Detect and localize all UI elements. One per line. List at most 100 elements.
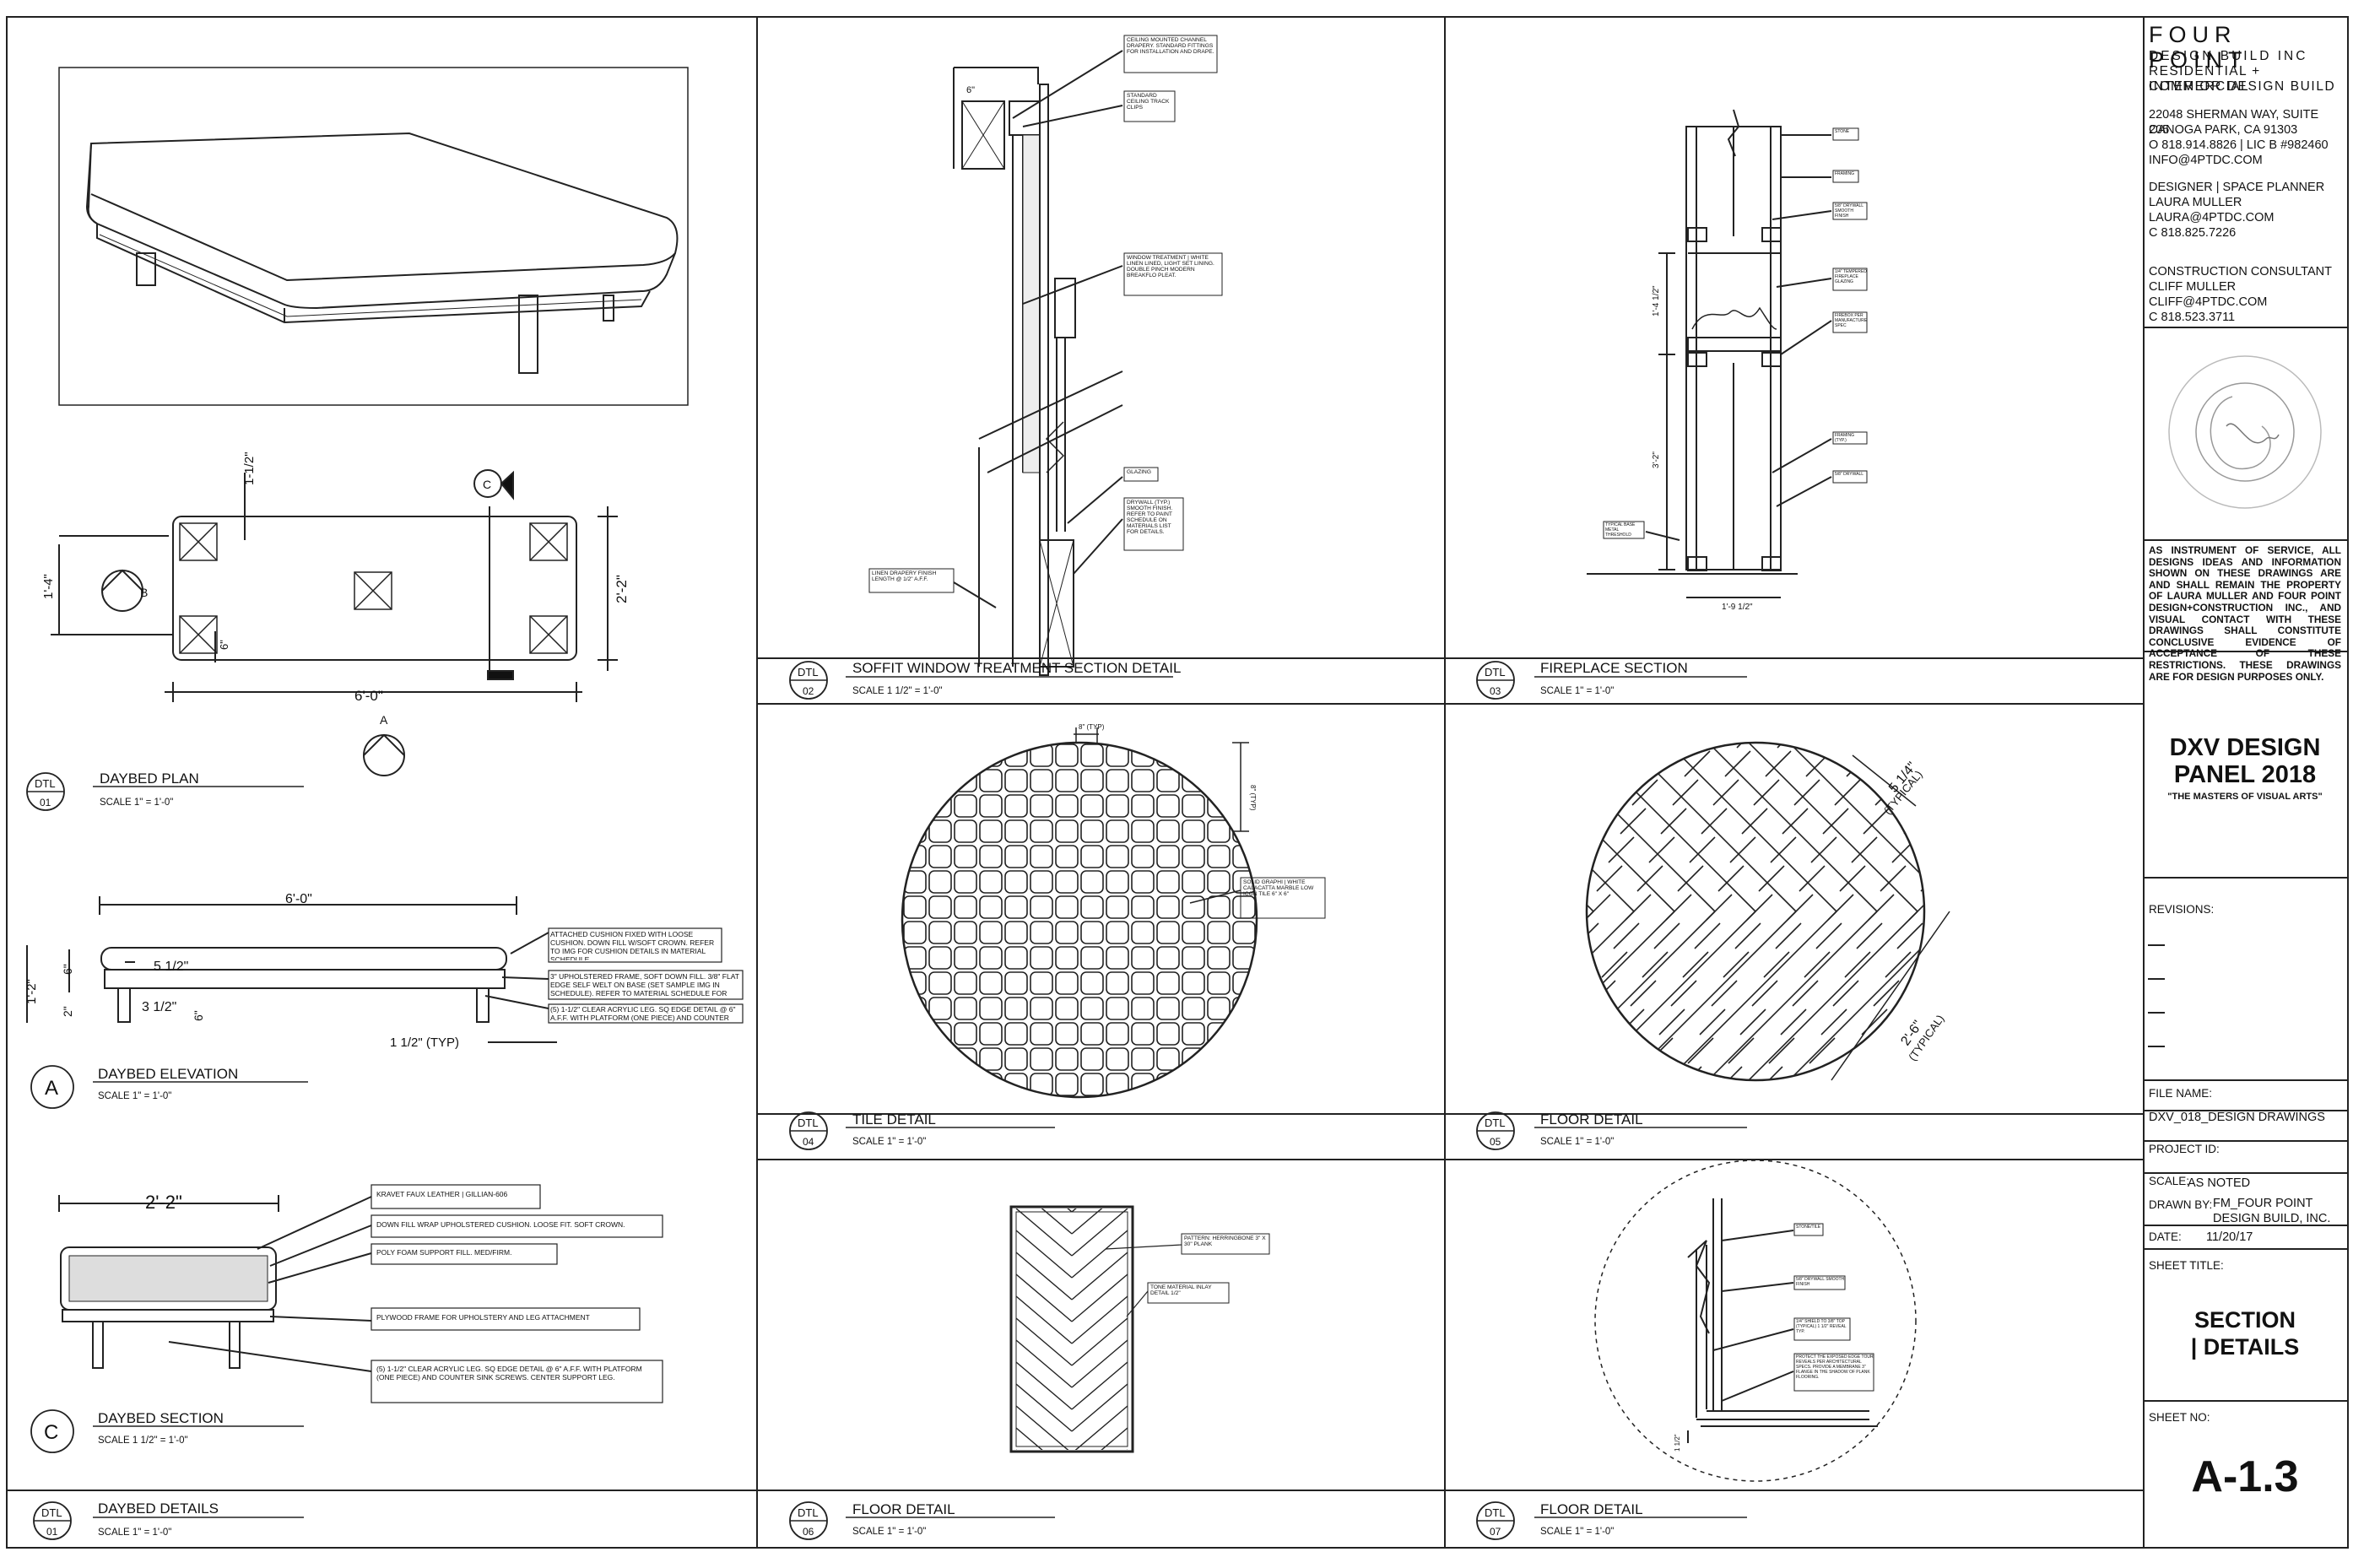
- herringbone-line: [1279, 751, 1305, 776]
- floor-detail-07: 1 1/2" STONE/TILE 5/8" DRYWALL SMOOTH FI…: [1594, 1160, 1917, 1482]
- caption-f06-tag: DTL: [798, 1506, 819, 1519]
- herringbone-line: [1399, 952, 1425, 977]
- herringbone-line: [1071, 1208, 1103, 1235]
- herringbone-line: [1837, 1066, 1864, 1080]
- herringbone-line: [1457, 1009, 1482, 1035]
- sec-width-label: 2'-2": [145, 1192, 182, 1213]
- caption-fp-num: 03: [1490, 685, 1501, 697]
- herringbone-line: [1690, 911, 1878, 1080]
- herringbone-line: [1015, 1208, 1073, 1257]
- herringbone-line: [1015, 1383, 1073, 1432]
- herringbone-line: [1382, 895, 1408, 920]
- caption-plan-tag: DTL: [35, 777, 56, 790]
- herringbone-line: [2059, 923, 2085, 949]
- herringbone-line: [1394, 866, 1420, 891]
- caption-floor06: DTL 06 FLOOR DETAIL SCALE 1" = 1'-0": [789, 1501, 1055, 1540]
- herringbone-line: [1665, 894, 1692, 921]
- herringbone-line: [1528, 837, 1553, 862]
- herringbone-line: [1775, 922, 1802, 949]
- caption-fireplace: DTL 03 FIREPLACE SECTION SCALE 1" = 1'-0…: [1476, 660, 1747, 700]
- herringbone-line: [1658, 1008, 1685, 1035]
- herringbone-line: [1751, 980, 1778, 1007]
- herringbone-line: [1074, 1405, 1128, 1450]
- designer-line: DESIGNER | SPACE PLANNER: [2149, 181, 2325, 194]
- herringbone-line: [1820, 1008, 1847, 1035]
- herringbone-line: [2064, 1009, 2090, 1035]
- caption-f06-num: 06: [803, 1526, 814, 1538]
- consultant-line: CLIFF MULLER: [2149, 280, 2237, 294]
- herringbone-line: [1492, 923, 1517, 949]
- herringbone-line: [1636, 865, 1663, 892]
- elev-width-label: 6'-0": [285, 892, 312, 906]
- herringbone-line: [1670, 980, 1697, 1007]
- herringbone-line: [1539, 808, 1565, 834]
- herringbone-line: [1377, 808, 1403, 834]
- herringbone-line: [1731, 743, 1918, 912]
- herringbone-line: [1587, 743, 1756, 912]
- date-label: DATE:: [2149, 1230, 2182, 1243]
- herringbone-line: [2071, 895, 2096, 920]
- caption-f05-num: 05: [1490, 1136, 1501, 1148]
- file-name-label: FILE NAME:: [2149, 1087, 2213, 1100]
- herringbone-line: [1071, 1295, 1128, 1344]
- herringbone-line: [1955, 981, 1980, 1006]
- herringbone-line: [1753, 779, 1780, 806]
- project-title-1: DXV DESIGN: [2169, 734, 2321, 761]
- caption-plan-scale: SCALE 1" = 1'-0": [100, 798, 173, 808]
- caption-f05-tag: DTL: [1485, 1117, 1506, 1129]
- caption-plan-num: 01: [40, 797, 51, 808]
- herringbone-line: [1643, 750, 1670, 777]
- herringbone-line: [1101, 1427, 1128, 1450]
- section-notes: KRAVET FAUX LEATHER | GILLIAN-606 DOWN F…: [371, 1184, 663, 1403]
- herringbone-line: [1587, 911, 1675, 1080]
- herringbone-line: [1731, 911, 1918, 1080]
- herringbone-line: [2047, 952, 2073, 977]
- herringbone-line: [1980, 722, 2005, 748]
- herringbone-line: [1521, 952, 1546, 977]
- herringbone-line: [1601, 951, 1628, 978]
- herringbone-line: [1853, 743, 1924, 912]
- plan-left-label: 1'-4": [41, 574, 56, 599]
- herringbone-line: [1015, 1405, 1069, 1450]
- herringbone-line: [1544, 895, 1570, 920]
- herringbone-line: [1615, 743, 1642, 749]
- plan-marker-c: C: [483, 478, 491, 491]
- drawn-by-value-2: DESIGN BUILD, INC.: [2213, 1212, 2331, 1225]
- herringbone-line: [1401, 751, 1426, 776]
- herringbone-line: [2002, 866, 2027, 891]
- caption-d01-tag: DTL: [41, 1506, 62, 1519]
- herringbone-line: [1591, 779, 1618, 806]
- herringbone-line: [1780, 1008, 1807, 1035]
- herringbone-line: [1555, 1067, 1580, 1092]
- herringbone-line: [1475, 866, 1501, 891]
- fireplace-section: [1587, 109, 1832, 598]
- herringbone-line: [1366, 837, 1391, 862]
- caption-tile: DTL 04 TILE DETAIL SCALE 1" = 1'-0": [789, 1111, 1055, 1150]
- herringbone-line: [1514, 1067, 1539, 1092]
- herringbone-line: [1885, 951, 1912, 978]
- herringbone-line: [1898, 743, 1924, 749]
- herringbone-line: [1770, 836, 1797, 863]
- caption-plan-title: DAYBED PLAN: [100, 770, 199, 787]
- herringbone-line: [1660, 808, 1687, 835]
- herringbone-line: [1880, 865, 1907, 892]
- herringbone-line: [1960, 1067, 1985, 1092]
- fireplace-dims: 1'-4 1/2" 3'-2" 1'-9 1/2": [1652, 285, 1753, 612]
- caption-sec-title: DAYBED SECTION: [98, 1410, 224, 1426]
- herringbone-line: [1863, 808, 1890, 835]
- herringbone-line: [1928, 751, 1953, 776]
- herringbone-line: [1635, 1066, 1662, 1080]
- drawn-by-value-1: FM_FOUR POINT: [2213, 1197, 2313, 1210]
- herringbone-line: [1556, 866, 1582, 891]
- herringbone-line: [1933, 837, 1958, 862]
- tile-8-label: 8" (TYP): [1079, 723, 1105, 731]
- file-name-value: DXV_018_DESIGN DRAWINGS: [2149, 1111, 2325, 1124]
- herringbone-line: [1372, 722, 1398, 748]
- caption-d01-num: 01: [46, 1526, 58, 1538]
- elev-dim-labels: 6'-0" 1'-2" 6" 2" 5 1/2" 3 1/2" 6" 1 1/2…: [24, 892, 459, 1050]
- firm-name: FOUR POINT: [2149, 22, 2248, 73]
- plan-marker-b: B: [140, 586, 148, 599]
- herringbone-line: [1523, 751, 1548, 776]
- herringbone-line: [1325, 837, 1350, 862]
- soffit-notes: CEILING MOUNTED CHANNEL DRAPERY. STANDAR…: [868, 35, 1223, 593]
